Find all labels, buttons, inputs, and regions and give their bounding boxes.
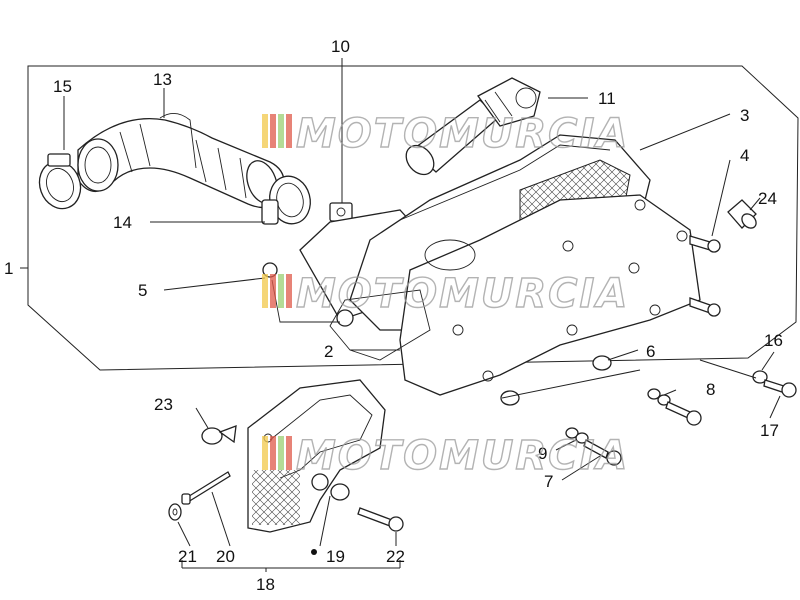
callout-2: 2 (324, 342, 333, 361)
watermark-bottom: MOTOMURCIA (262, 432, 629, 480)
spacer-lower (500, 390, 520, 406)
callout-19: 19 (326, 547, 345, 566)
callout-16: 16 (764, 331, 783, 350)
callout-23: 23 (154, 395, 173, 414)
callout-9: 9 (538, 444, 547, 463)
hose-clamp-left (38, 153, 82, 210)
callout-5: 5 (138, 281, 147, 300)
callout-6: 6 (646, 342, 655, 361)
bolt-cover (357, 507, 404, 532)
pin (181, 471, 231, 505)
callout-13: 13 (153, 70, 172, 89)
callout-11: 11 (598, 89, 616, 108)
watermark-text: MOTOMURCIA (296, 111, 629, 157)
callout-18: 18 (256, 575, 275, 594)
watermark-text: MOTOMURCIA (296, 271, 629, 317)
watermark-text: MOTOMURCIA (296, 433, 629, 479)
callout-4: 4 (740, 146, 749, 165)
square-nut (329, 202, 353, 222)
clip (201, 425, 237, 445)
watermark-middle: MOTOMURCIA (262, 270, 629, 318)
callout-3: 3 (740, 106, 749, 125)
screw-lower (689, 297, 721, 317)
callout-labels: 1 2 3 4 5 6 7 8 9 10 11 13 14 15 16 17 1… (4, 37, 783, 594)
callout-14: 14 (113, 213, 132, 232)
leader-lines (20, 58, 781, 572)
callout-8: 8 (706, 380, 715, 399)
grommet-lower (311, 473, 350, 501)
callout-21: 21 (178, 547, 197, 566)
drain-plug (727, 199, 757, 229)
callout-10: 10 (331, 37, 350, 56)
airbox-housing (299, 134, 701, 396)
bolt-right (752, 370, 797, 398)
assembly-boundary (27, 65, 799, 371)
screw-upper (689, 235, 721, 253)
washer-small (168, 503, 182, 521)
hose-clamp-right (261, 175, 311, 225)
intake-pipe (405, 77, 541, 176)
bolt-upper (647, 388, 702, 426)
callout-20: 20 (216, 547, 235, 566)
callout-17: 17 (760, 421, 779, 440)
callout-1: 1 (4, 259, 13, 278)
marker-dot (311, 549, 317, 555)
spacer-upper (592, 355, 612, 371)
callout-7: 7 (544, 472, 553, 491)
callout-15: 15 (53, 77, 72, 96)
hose-part (77, 113, 285, 209)
callout-24: 24 (758, 189, 777, 208)
bolt-lower (565, 427, 622, 466)
lower-cover (247, 379, 386, 533)
watermark-top: MOTOMURCIA (262, 110, 629, 158)
callout-22: 22 (386, 547, 405, 566)
